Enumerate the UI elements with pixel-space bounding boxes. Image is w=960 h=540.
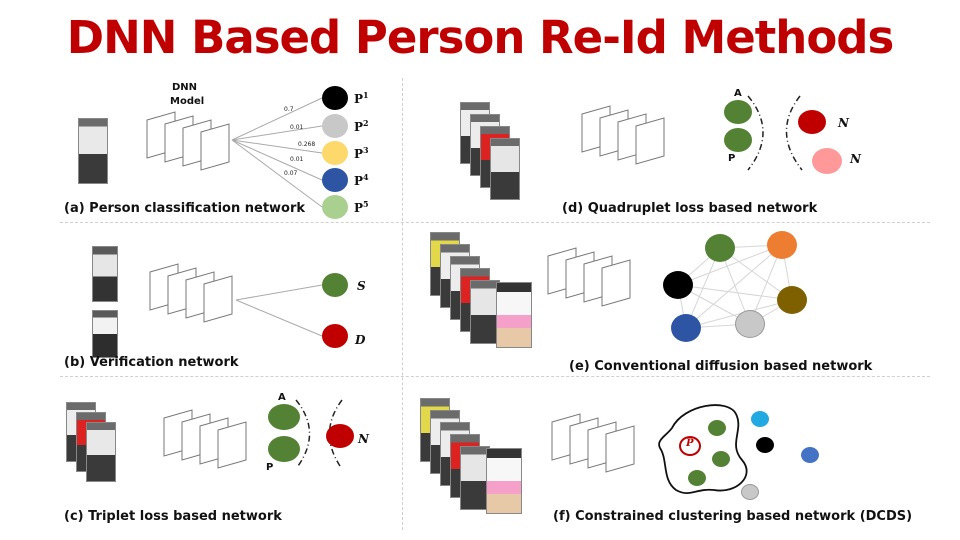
diffusion-node-brown	[777, 286, 807, 314]
positive-label: P	[266, 462, 274, 473]
dnn-label: DNN	[172, 82, 198, 93]
diffusion-node-gray	[735, 310, 765, 338]
dnn-layers	[149, 263, 233, 323]
class-node-yellow	[322, 141, 348, 165]
caption-a: (a) Person classification network	[64, 201, 306, 216]
prob-label-1: 0.7	[284, 106, 294, 113]
caption-c: (c) Triplet loss based network	[64, 509, 282, 524]
diffusion-node-blue	[671, 314, 701, 342]
vertical-separator	[402, 78, 403, 530]
class-node-light-green	[322, 195, 348, 219]
person-photo	[86, 422, 116, 482]
person-photo	[460, 446, 490, 510]
person-photo	[486, 448, 522, 514]
negative-node	[326, 424, 354, 448]
page-title: DNN Based Person Re-Id Methods	[66, 11, 895, 64]
dnn-layers	[551, 413, 635, 473]
dcds-node-blue	[801, 447, 819, 463]
positive-node	[724, 128, 752, 152]
dnn-layers	[163, 409, 247, 469]
different-label: D	[355, 333, 366, 347]
negative-label: N	[358, 432, 369, 446]
same-node	[322, 273, 348, 297]
anchor-node	[724, 100, 752, 124]
prob-label-2: 0.01	[290, 124, 304, 131]
negative-node-2	[812, 148, 842, 174]
person-photo	[496, 282, 532, 348]
person-photo	[92, 246, 118, 302]
horizontal-separator-2	[60, 376, 930, 377]
diffusion-node-orange	[767, 231, 797, 259]
p-label: P	[686, 438, 694, 449]
different-node	[322, 324, 348, 348]
p3-label: P3	[354, 145, 369, 161]
dnn-layers	[547, 247, 631, 307]
anchor-node	[268, 404, 300, 430]
p5-label: P5	[354, 199, 369, 215]
horizontal-separator-1	[60, 222, 930, 223]
anchor-label: A	[278, 392, 286, 403]
positive-label: P	[728, 153, 736, 164]
negative-node-1	[798, 110, 826, 134]
caption-b: (b) Verification network	[64, 355, 239, 370]
dcds-node-green-3	[688, 470, 706, 486]
person-photo	[92, 310, 118, 358]
positive-node	[268, 436, 300, 462]
dcds-node-green-2	[712, 451, 730, 467]
prob-label-3: 0.268	[298, 141, 316, 148]
anchor-label: A	[734, 88, 742, 99]
class-node-blue	[322, 168, 348, 192]
dcds-node-green-1	[708, 420, 726, 436]
negative-label-2: N	[850, 152, 861, 166]
dcds-node-black	[756, 437, 774, 453]
caption-f: (f) Constrained clustering based network…	[553, 509, 913, 524]
class-node-black	[322, 86, 348, 110]
model-label: Model	[170, 96, 205, 107]
dnn-layers	[581, 105, 665, 165]
person-photo	[490, 138, 520, 200]
p2-label: P2	[354, 118, 369, 134]
prob-label-5: 0.07	[284, 170, 298, 177]
diffusion-node-green	[705, 234, 735, 262]
p1-label: P1	[354, 90, 369, 106]
dcds-node-gray	[741, 484, 759, 500]
negative-label-1: N	[838, 116, 849, 130]
dcds-node-light-blue	[751, 411, 769, 427]
dnn-layers	[146, 111, 230, 171]
prob-label-4: 0.01	[290, 156, 304, 163]
diffusion-node-black	[663, 271, 693, 299]
person-photo	[78, 118, 108, 184]
p4-label: P4	[354, 172, 369, 188]
caption-d: (d) Quadruplet loss based network	[562, 201, 818, 216]
dcds-node-p	[679, 436, 701, 456]
caption-e: (e) Conventional diffusion based network	[569, 359, 873, 374]
same-label: S	[357, 279, 366, 293]
class-node-gray	[322, 114, 348, 138]
